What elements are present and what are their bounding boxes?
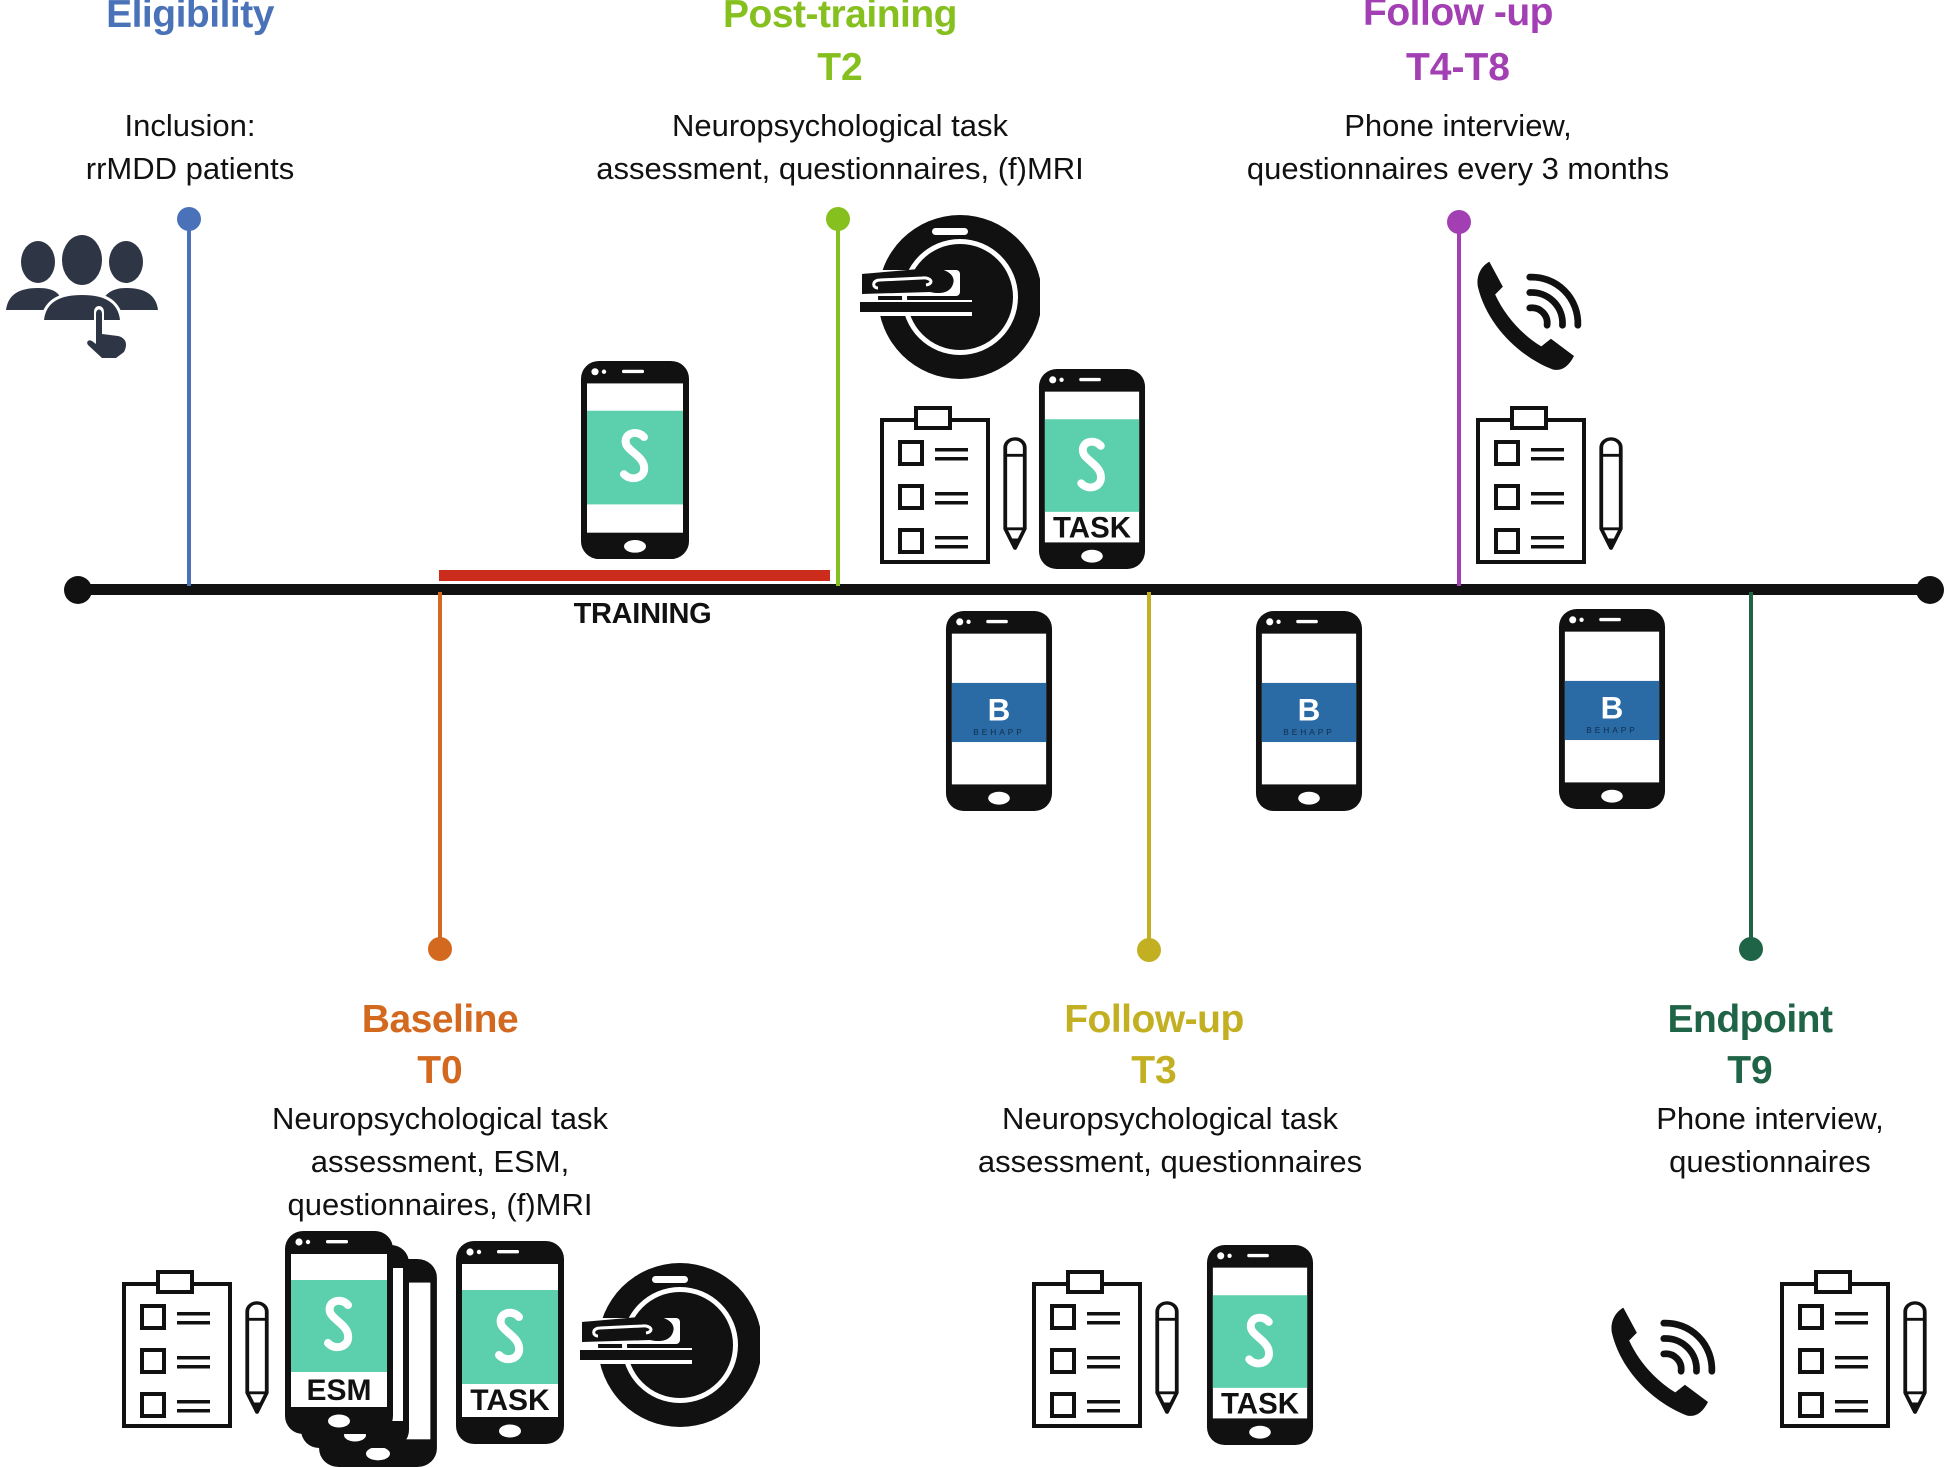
baseline-code: T0 [417,1049,463,1092]
pencil-icon [244,1300,270,1416]
behapp-letter: B [1601,690,1624,725]
behapp-letter: B [1298,692,1321,727]
follow-up-t3-code: T3 [1131,1049,1177,1092]
task-phone-icon: TASK [1038,368,1146,570]
questionnaire-clipboard-icon [1780,1268,1890,1428]
timeline-end-dot [1916,576,1944,604]
esm-label: ESM [306,1374,371,1407]
behapp-letter: B [988,692,1011,727]
mri-scanner-icon [580,1260,760,1430]
esm-phone-icon: ESM [284,1230,394,1435]
task-phone-icon: TASK [1206,1244,1314,1446]
desc-line: assessment, ESM, [310,1144,570,1179]
behapp-name: BEHAPP [1283,727,1335,737]
follow-up-t4-t8-stem [1457,222,1461,586]
eligibility-description: Inclusion: rrMDD patients [20,104,360,190]
baseline-description: Neuropsychological task assessment, ESM,… [220,1097,660,1226]
training-label: TRAINING [573,598,712,630]
follow-up-t3-stem [1147,592,1151,950]
task-phone-icon: TASK [455,1240,565,1445]
questionnaire-clipboard-icon [122,1268,232,1428]
follow-up-t3-title: Follow-up [1064,998,1244,1041]
desc-line: Inclusion: [124,108,256,143]
post-training-description: Neuropsychological task assessment, ques… [560,104,1120,190]
patients-selection-icon [2,232,162,360]
endpoint-title: Endpoint [1667,998,1833,1041]
behapp-phone-icon: B BEHAPP [945,610,1053,812]
endpoint-stem [1749,592,1753,948]
mri-scanner-icon [860,212,1040,382]
endpoint-description: Phone interview, questionnaires [1570,1097,1946,1183]
eligibility-title: Eligibility [106,0,274,36]
desc-line: questionnaires, (f)MRI [287,1187,593,1222]
questionnaire-clipboard-icon [880,404,990,564]
questionnaire-clipboard-icon [1476,404,1586,564]
desc-line: assessment, questionnaires, (f)MRI [596,151,1084,186]
follow-up-t4-t8-description: Phone interview, questionnaires every 3 … [1208,104,1708,190]
phone-call-icon [1608,1302,1733,1427]
task-label: TASK [470,1384,550,1417]
post-training-stem [836,218,840,586]
desc-line: rrMDD patients [85,151,295,186]
task-label: TASK [1221,1387,1300,1420]
eligibility-dot [177,207,201,231]
baseline-title: Baseline [361,998,519,1041]
pencil-icon [1598,436,1624,552]
pencil-icon [1902,1300,1928,1416]
desc-line: Neuropsychological task [1001,1101,1338,1136]
endpoint-code: T9 [1727,1049,1773,1092]
eligibility-stem [187,218,191,586]
follow-up-t3-description: Neuropsychological task assessment, ques… [940,1097,1400,1183]
behapp-name: BEHAPP [1586,725,1638,735]
desc-line: Neuropsychological task [271,1101,608,1136]
behapp-name: BEHAPP [973,727,1025,737]
follow-up-t4-t8-dot [1447,210,1471,234]
desc-line: assessment, questionnaires [977,1144,1363,1179]
baseline-dot [428,937,452,961]
task-label: TASK [1053,511,1132,544]
desc-line: questionnaires [1669,1144,1871,1179]
follow-up-t4-t8-code: T4-T8 [1405,46,1510,89]
follow-up-t3-dot [1137,938,1161,962]
pencil-icon [1154,1300,1180,1416]
behapp-phone-icon: B BEHAPP [1558,608,1666,810]
training-app-phone-icon [580,360,690,560]
training-period-bar [439,570,830,581]
behapp-phone-icon: B BEHAPP [1255,610,1363,812]
baseline-stem [438,592,442,948]
desc-line: Neuropsychological task [671,108,1008,143]
post-training-dot [826,207,850,231]
timeline-start-dot [64,576,92,604]
pencil-icon [1002,436,1028,552]
follow-up-t4-t8-title: Follow -up [1363,0,1553,34]
desc-line: Phone interview, [1656,1101,1884,1136]
phone-call-icon [1474,256,1599,381]
endpoint-dot [1739,937,1763,961]
post-training-code: T2 [817,46,863,89]
post-training-title: Post-training [723,0,958,36]
desc-line: Phone interview, [1344,108,1572,143]
timeline-axis [78,584,1930,595]
desc-line: questionnaires every 3 months [1246,151,1670,186]
questionnaire-clipboard-icon [1032,1268,1142,1428]
